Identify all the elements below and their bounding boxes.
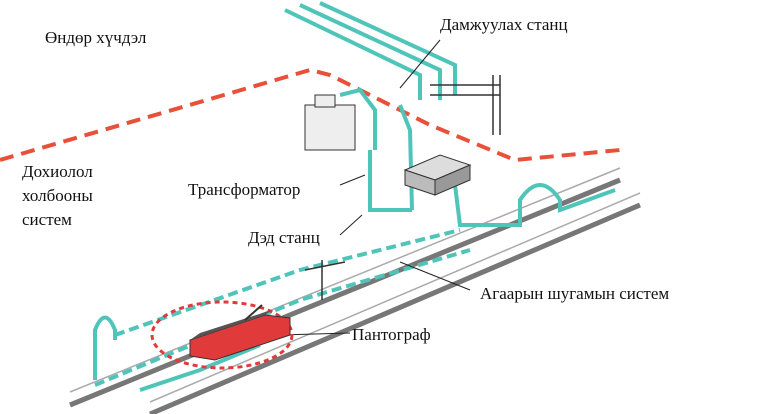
label-pantograph: Пантограф: [352, 325, 431, 344]
train-icon: [150, 300, 294, 370]
label-high-voltage: Өндөр хүчдэл: [45, 28, 147, 47]
catenary-pole: [304, 260, 346, 300]
boundary-line: [0, 67, 621, 163]
label-transformer: Трансформатор: [188, 180, 301, 199]
label-signal-system-line3: систем: [22, 210, 72, 229]
rail-track: [69, 167, 641, 414]
label-overhead-line: Агаарын шугамын систем: [480, 284, 670, 303]
transformer-icon: [304, 94, 356, 151]
label-signal-system-line1: Дохиолол: [22, 162, 93, 181]
label-pointers: [279, 39, 471, 336]
transmission-tower: [430, 75, 501, 135]
label-substation: Дэд станц: [248, 228, 320, 247]
substation-box-icon: [403, 154, 472, 196]
label-transmission-station: Дамжуулах станц: [440, 15, 568, 34]
power-flow-lines: [93, 1, 616, 392]
label-signal-system-line2: холбооны: [22, 186, 93, 205]
